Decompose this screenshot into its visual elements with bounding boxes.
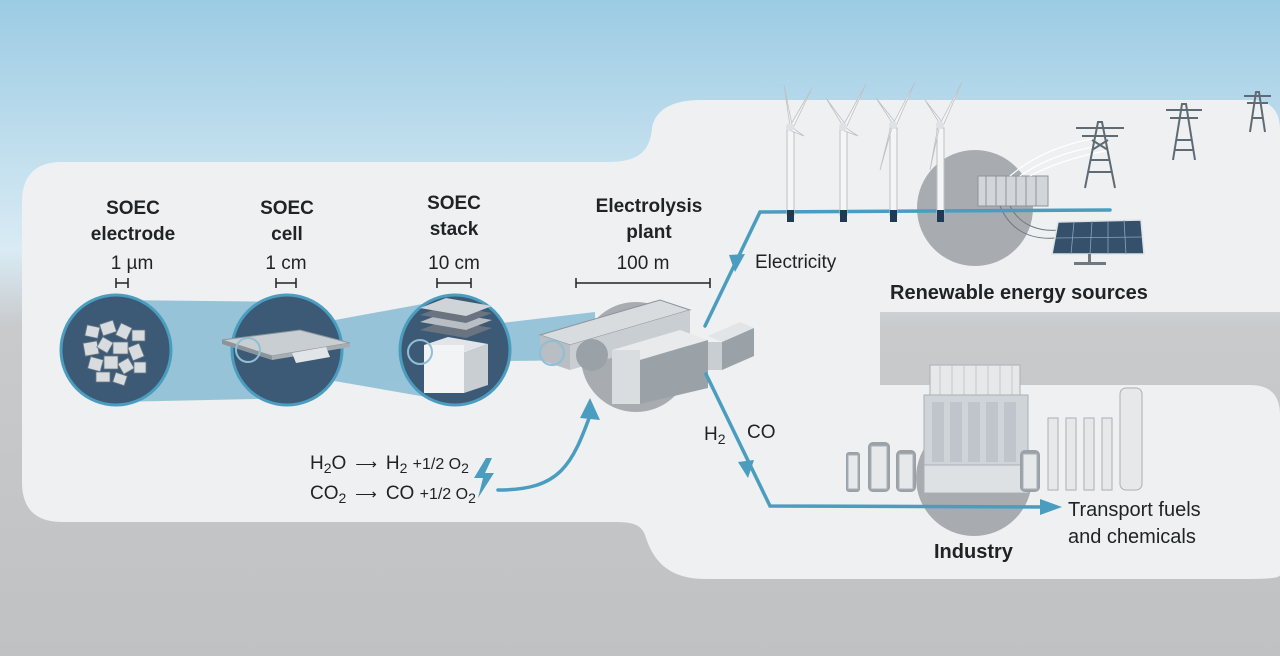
electricity-label: Electricity [755,252,837,273]
feed-arrow [580,398,600,420]
electrode-disc [59,293,173,407]
products-line [704,372,1047,509]
stage-electrode-line2: electrode [90,224,176,245]
stage-plant-line2: plant [626,222,672,243]
stage-electrode-line1: SOEC [106,198,160,219]
scale-plant: 100 m [616,253,670,274]
plant-disc [538,299,754,412]
electricity-arrow [729,254,745,272]
eq1-arrow-icon: ⟶ [355,456,377,473]
stage-electrode-title: SOEC electrode [63,196,203,248]
eq1-reactant-tail: O [331,453,347,474]
scale-stack: 10 cm [428,253,480,274]
scale-electrode: 1 µm [110,253,154,274]
flow-lines [496,208,1112,509]
renewables-disc [917,137,1111,266]
eq2-o-sub: 2 [468,490,476,506]
eq1-reactant: H [310,453,324,474]
flow-arrowheads [580,254,1062,515]
h2-label: H2 [704,424,726,447]
eq1-o-sub: 2 [461,460,469,476]
output-arrow [1040,499,1062,515]
eq1-plus: +1/2 O [412,456,462,473]
stage-cell-title: SOEC cell [217,196,357,248]
scale-bars [115,278,711,288]
industry-label: Industry [934,541,1013,563]
stage-plant-line1: Electrolysis [595,196,703,217]
eq2-product: CO [385,483,415,504]
equation-co2: CO2⟶CO +1/2 O2 [310,483,476,506]
stage-plant-title: Electrolysis plant [579,194,719,246]
feed-line [496,408,594,492]
co-label: CO [747,422,776,443]
wind-turbine-icon [783,81,963,222]
lightning-bolt-icon [474,458,494,498]
eq1-reactant-sub: 2 [323,460,332,476]
eq2-reactant: CO [310,483,339,504]
output-line2: and chemicals [1068,526,1196,548]
solar-panel-icon [1051,219,1145,265]
eq1-product-sub: 2 [399,460,408,476]
output-label: Transport fuels and chemicals [1068,497,1201,551]
equation-water: H2O⟶H2 +1/2 O2 [310,453,469,476]
products-down-arrow [738,460,754,478]
output-line1: Transport fuels [1068,499,1201,521]
renewables-label: Renewable energy sources [890,282,1148,304]
stack-disc [398,293,512,407]
eq1-product: H [385,453,400,474]
eq2-arrow-icon: ⟶ [355,486,377,503]
stage-stack-line1: SOEC [427,193,481,214]
stage-stack-title: SOEC stack [384,191,524,243]
stage-cell-line1: SOEC [260,198,314,219]
stage-cell-line2: cell [271,224,303,245]
scale-cell: 1 cm [265,253,307,274]
electricity-line [703,208,1112,328]
eq2-plus: +1/2 O [419,486,469,503]
factory-icon [846,364,1143,494]
eq2-reactant-sub: 2 [338,490,347,506]
h2-symbol: H [704,424,718,445]
power-pylon-icon [1076,91,1271,189]
stage-stack-line2: stack [429,219,479,240]
h2-subscript: 2 [717,431,726,447]
cell-disc [221,293,351,407]
